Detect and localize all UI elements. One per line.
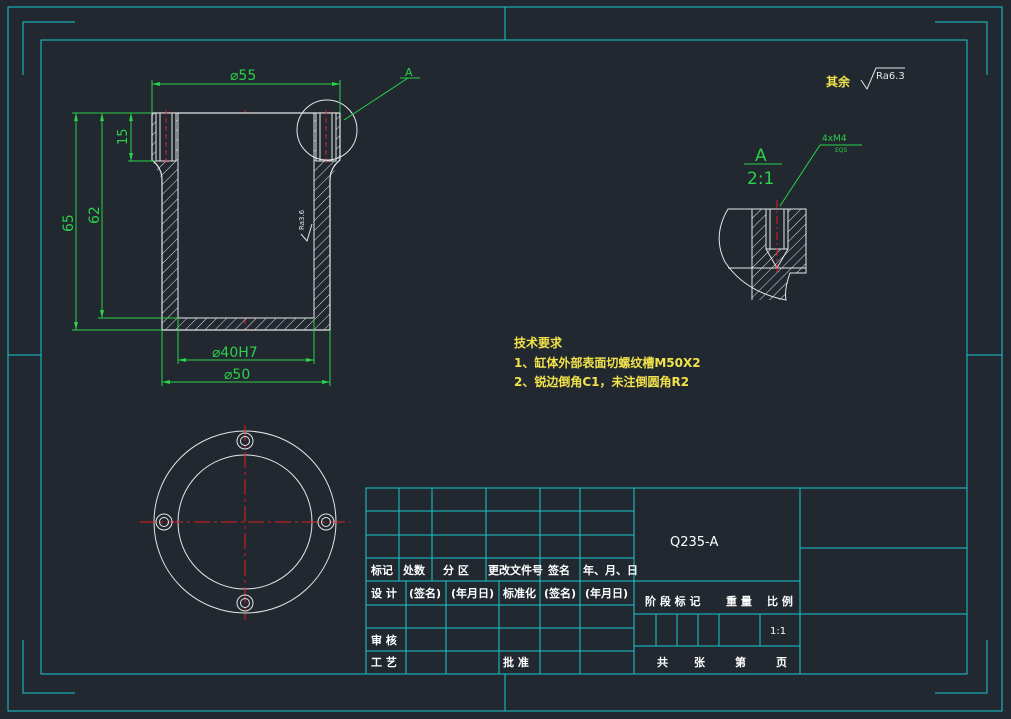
tb-review: 审 核 xyxy=(371,633,397,647)
tb-sheet: 张 xyxy=(694,655,706,669)
tb-weight: 重 量 xyxy=(726,594,752,608)
tb-zone: 分 区 xyxy=(443,563,469,577)
tb-stage: 阶 段 标 记 xyxy=(645,594,701,608)
tb-page-no: 第 xyxy=(735,655,746,669)
tb-approve: 批 准 xyxy=(503,655,529,669)
tb-sign: 签名 xyxy=(547,563,570,577)
technical-requirements: 技术要求 1、缸体外部表面切螺纹槽M50X2 2、锐边倒角C1，未注倒圆角R2 xyxy=(514,335,701,389)
dim-d40h7: ⌀40H7 xyxy=(212,345,258,361)
detail-thread-label: 4xM4 xyxy=(822,134,847,144)
dim-15: 15 xyxy=(116,128,131,145)
requirements-title: 技术要求 xyxy=(514,335,563,350)
title-block-grid xyxy=(365,487,968,675)
detail-view-scale: 2:1 xyxy=(747,169,774,189)
tb-sign2: (签名) xyxy=(544,586,576,600)
surface-note: 其余 Ra6.3 xyxy=(826,67,905,91)
detail-thread-sub: EQS xyxy=(835,147,848,154)
tb-page: 页 xyxy=(776,656,787,669)
tb-standard: 标准化 xyxy=(502,586,536,600)
tb-design: 设 计 xyxy=(371,586,397,600)
surface-note-label: 其余 xyxy=(826,74,851,89)
detail-view: A 2:1 4xM4 EQS xyxy=(718,134,862,301)
tb-count: 处数 xyxy=(402,563,426,577)
top-view xyxy=(140,425,350,620)
requirements-line1: 1、缸体外部表面切螺纹槽M50X2 xyxy=(514,355,701,370)
tb-process: 工 艺 xyxy=(371,655,397,669)
tb-change-doc: 更改文件号 xyxy=(488,563,543,577)
tb-date: 年、月、日 xyxy=(583,563,638,577)
surface-note-ra: Ra6.3 xyxy=(876,71,905,82)
dim-d50: ⌀50 xyxy=(224,367,250,383)
tb-sign1: (签名) xyxy=(409,586,441,600)
tb-scale-value: 1:1 xyxy=(770,626,786,637)
detail-marker-a: A xyxy=(405,66,413,79)
tb-scale: 比 例 xyxy=(767,594,793,608)
tb-date1: (年月日) xyxy=(451,586,494,600)
section-view: A xyxy=(151,66,420,331)
ra-side-label: Ra3.6 xyxy=(298,209,306,230)
tb-mark: 标记 xyxy=(370,563,393,577)
detail-view-label: A xyxy=(755,146,767,166)
tb-date2: (年月日) xyxy=(585,586,628,600)
dim-d55: ⌀55 xyxy=(230,68,256,84)
tb-total: 共 xyxy=(657,655,668,669)
dim-65: 65 xyxy=(61,214,77,232)
material-label: Q235-A xyxy=(670,535,718,550)
title-block-text: Q235-A 标记 处数 分 区 更改文件号 签名 年、月、日 设 计 (签名)… xyxy=(370,535,793,669)
requirements-line2: 2、锐边倒角C1，未注倒圆角R2 xyxy=(514,374,689,389)
dimensions: ⌀55 65 62 15 ⌀40H7 ⌀50 Ra3 xyxy=(61,68,341,386)
dim-62: 62 xyxy=(87,206,103,224)
